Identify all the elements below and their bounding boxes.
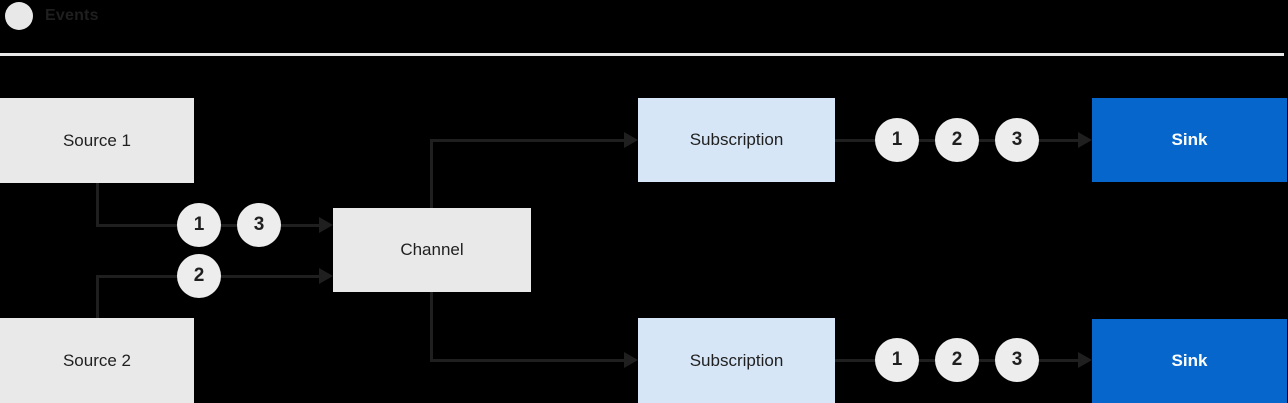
connector-channel-down xyxy=(430,292,433,360)
arrowhead-icon xyxy=(1078,132,1092,148)
arrowhead-icon xyxy=(319,268,333,284)
node-channel: Channel xyxy=(333,208,531,292)
legend-label: Events xyxy=(45,7,99,24)
event-badge: 1 xyxy=(177,203,221,247)
node-sink-2: Sink xyxy=(1092,319,1287,403)
node-sink-1: Sink xyxy=(1092,98,1287,182)
connector-channel-to-subscription2 xyxy=(430,359,624,362)
arrowhead-icon xyxy=(624,132,638,148)
connector-source2-up xyxy=(96,276,99,318)
connector-channel-to-subscription1 xyxy=(430,139,624,142)
arrowhead-icon xyxy=(1078,352,1092,368)
event-circle-icon xyxy=(5,2,33,30)
connector-channel-up xyxy=(430,140,433,208)
event-badge: 2 xyxy=(935,338,979,382)
event-badge: 1 xyxy=(875,118,919,162)
event-badge: 3 xyxy=(237,203,281,247)
event-badge: 2 xyxy=(177,254,221,298)
node-source-2: Source 2 xyxy=(0,318,194,403)
connector-source1-down xyxy=(96,183,99,226)
arrowhead-icon xyxy=(624,352,638,368)
node-source-1: Source 1 xyxy=(0,98,194,183)
node-subscription-1: Subscription xyxy=(638,98,835,182)
event-badge: 1 xyxy=(875,338,919,382)
event-badge: 2 xyxy=(935,118,979,162)
event-badge: 3 xyxy=(995,338,1039,382)
event-badge: 3 xyxy=(995,118,1039,162)
divider-line xyxy=(0,53,1284,56)
node-subscription-2: Subscription xyxy=(638,318,835,403)
arrowhead-icon xyxy=(319,217,333,233)
